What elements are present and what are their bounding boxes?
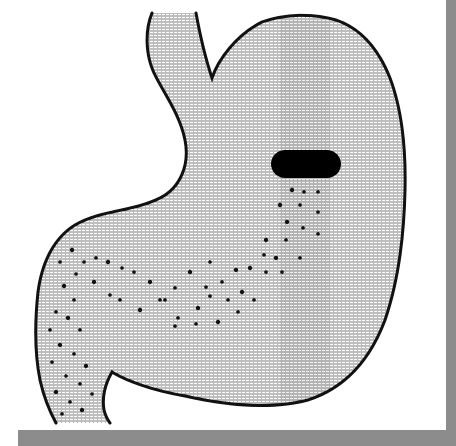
particle-dot — [298, 256, 302, 260]
particle-dot — [64, 374, 68, 378]
particle-dot — [173, 324, 177, 328]
particle-dot — [50, 360, 54, 364]
particle-dot — [68, 400, 72, 404]
particle-dot — [54, 390, 58, 394]
particle-dot — [48, 328, 52, 332]
particle-dot — [278, 203, 282, 207]
particle-dot — [248, 266, 252, 270]
particle-dot — [252, 298, 256, 302]
particle-dot — [72, 298, 76, 302]
particle-dot — [58, 343, 62, 347]
particle-dot — [302, 190, 306, 194]
stomach-body — [36, 13, 406, 423]
particle-dot — [301, 226, 305, 230]
particle-dot — [284, 238, 288, 242]
particle-dot — [132, 270, 136, 274]
frame-shadow-right — [446, 0, 456, 446]
particle-dot — [62, 284, 66, 288]
particle-dot — [236, 310, 240, 314]
particle-dot — [118, 298, 122, 302]
particle-dot — [90, 392, 94, 396]
particle-dot — [78, 328, 82, 332]
particle-dot — [70, 248, 74, 252]
particle-dot — [176, 316, 180, 320]
particle-dot — [163, 298, 167, 302]
particle-dot — [194, 322, 198, 326]
black-pill — [271, 150, 341, 178]
particle-dot — [208, 260, 212, 264]
particle-dot — [196, 306, 200, 310]
particle-dot — [66, 316, 70, 320]
particle-dot — [298, 203, 302, 207]
particle-dot — [82, 260, 86, 264]
particle-dot — [280, 270, 284, 274]
particle-dot — [72, 352, 76, 356]
particle-dot — [78, 382, 82, 386]
particle-dot — [80, 408, 84, 412]
particle-dot — [92, 280, 96, 284]
particle-dot — [138, 308, 142, 312]
particle-dot — [173, 286, 177, 290]
particle-dot — [262, 253, 266, 257]
particle-dot — [148, 280, 152, 284]
particle-dot — [216, 320, 220, 324]
particle-dot — [220, 280, 224, 284]
particle-dot — [94, 256, 98, 260]
particle-dot — [316, 232, 320, 236]
particle-dot — [108, 293, 112, 297]
particle-dot — [208, 294, 212, 298]
particle-dot — [204, 285, 208, 289]
particle-dot — [120, 266, 124, 270]
particle-dot — [84, 364, 88, 368]
particle-dot — [74, 272, 78, 276]
particle-dot — [234, 268, 238, 272]
particle-dot — [264, 238, 268, 242]
particle-dot — [316, 190, 320, 194]
particle-dot — [158, 298, 162, 302]
particle-dot — [106, 260, 110, 264]
particle-dot — [264, 270, 268, 274]
particle-dot — [226, 298, 230, 302]
particle-dot — [58, 260, 62, 264]
particle-dot — [274, 256, 278, 260]
frame-shadow-bottom — [18, 430, 456, 446]
particle-dot — [290, 188, 294, 192]
particle-dot — [316, 210, 320, 214]
particle-dot — [60, 412, 64, 416]
particle-dot — [54, 310, 58, 314]
particle-dot — [240, 290, 244, 294]
particle-dot — [188, 270, 192, 274]
particle-dot — [285, 220, 289, 224]
